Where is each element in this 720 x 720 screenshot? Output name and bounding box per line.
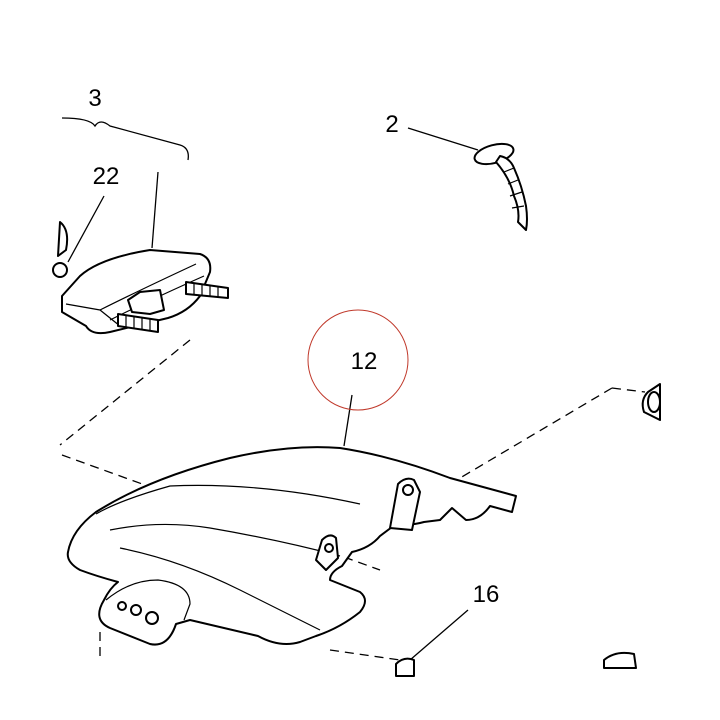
leader-22 (67, 195, 105, 263)
callout-3: 3 (88, 85, 101, 112)
part-3-bracket (52, 221, 229, 335)
callout-12: 12 (351, 348, 378, 375)
leader-2 (407, 127, 479, 151)
callout-2: 2 (385, 111, 398, 138)
alignment-line-right-end (611, 387, 646, 393)
grommet-right (641, 383, 661, 421)
alignment-line-upper (59, 339, 191, 446)
leader-16 (409, 609, 469, 661)
part-2-screw (473, 142, 528, 231)
alignment-line-bottom-right (329, 649, 401, 661)
highlight-circle-12 (307, 309, 409, 411)
part-12-cover (66, 446, 517, 646)
part-16-fragments (395, 651, 637, 677)
bracket-3 (61, 117, 189, 161)
callout-22: 22 (93, 163, 120, 190)
leader-3 (151, 171, 159, 249)
leader-12 (343, 394, 353, 447)
callout-16: 16 (473, 581, 500, 608)
